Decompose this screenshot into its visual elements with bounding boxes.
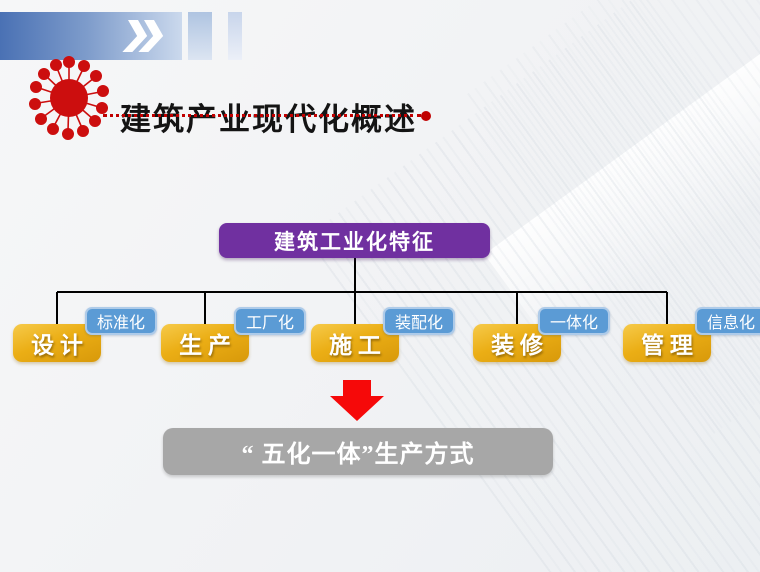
stage-node-construction: 施 工: [311, 324, 399, 362]
divider-end-dot: [421, 111, 431, 121]
title-dotted-divider: [103, 114, 421, 117]
header-accent-bar-1: [188, 12, 212, 60]
tag-integration: 一体化: [538, 307, 610, 335]
root-node-industrialization-features: 建筑工业化特征: [219, 223, 490, 258]
header-bar: [0, 12, 182, 60]
tag-assembly: 装配化: [383, 307, 455, 335]
result-node-five-in-one: “ 五化一体”生产方式: [163, 428, 553, 475]
tag-informatization: 信息化: [695, 307, 760, 335]
stage-node-production: 生 产: [161, 324, 249, 362]
starburst-icon: [28, 55, 109, 140]
down-arrow-icon: [330, 380, 384, 421]
double-chevron-right-icon: [122, 20, 164, 52]
page-title: 建筑产业现代化概述: [120, 101, 417, 137]
tag-standardization: 标准化: [85, 307, 157, 335]
stage-node-design: 设 计: [13, 324, 101, 362]
tag-factory-production: 工厂化: [234, 307, 306, 335]
header-accent-bar-2: [228, 12, 242, 60]
